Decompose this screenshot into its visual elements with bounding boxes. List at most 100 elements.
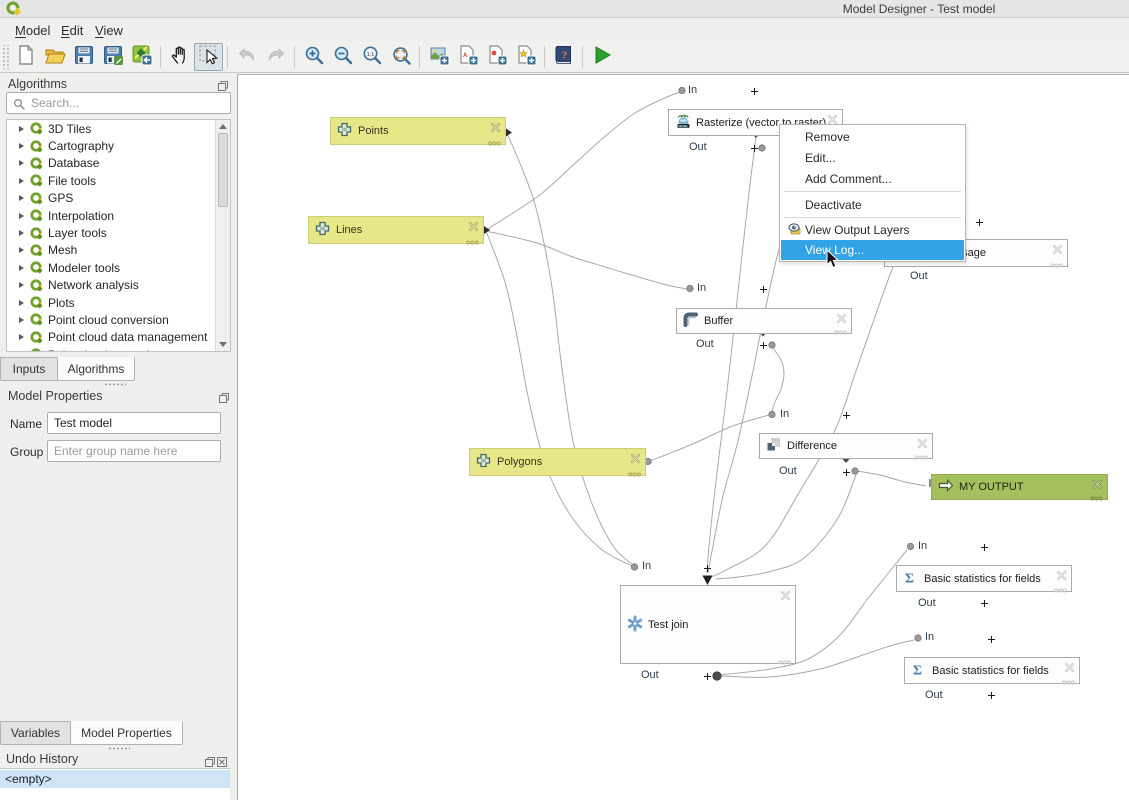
model-node-polygons[interactable]: Polygons — [469, 448, 646, 477]
socket-dot-icon[interactable] — [686, 284, 694, 293]
model-link[interactable] — [707, 230, 788, 574]
expand-socket-icon[interactable] — [703, 564, 711, 572]
zoom-actual-button[interactable]: 1:1 — [357, 43, 386, 71]
redo-button[interactable] — [261, 43, 290, 71]
context-menu-item-add-comment[interactable]: Add Comment... — [781, 169, 964, 190]
socket-dot-icon[interactable] — [630, 563, 639, 571]
node-ellipsis-icon[interactable] — [1050, 259, 1063, 268]
node-ellipsis-icon[interactable] — [466, 236, 479, 245]
undo-history-item[interactable]: <empty> — [0, 770, 230, 788]
tree-item-cartography[interactable]: Cartography — [7, 137, 230, 154]
expand-caret-icon[interactable] — [19, 230, 24, 237]
model-link[interactable] — [718, 549, 908, 676]
expand-socket-icon[interactable] — [987, 635, 995, 643]
delete-node-icon[interactable] — [1064, 662, 1075, 673]
tree-item-gps[interactable]: GPS — [7, 190, 230, 207]
tree-item-point-cloud-conversion[interactable]: Point cloud conversion — [7, 311, 230, 328]
expand-socket-icon[interactable] — [750, 87, 758, 95]
delete-node-icon[interactable] — [468, 221, 479, 232]
delete-node-icon[interactable] — [490, 122, 501, 133]
model-link[interactable] — [715, 471, 858, 580]
model-node-difference[interactable]: Difference — [759, 433, 933, 460]
model-node-points[interactable]: Points — [330, 117, 506, 146]
splitter-grip[interactable] — [108, 747, 130, 750]
model-link[interactable] — [718, 639, 915, 678]
help-button[interactable]: ? — [549, 43, 578, 71]
model-link[interactable] — [771, 346, 785, 413]
delete-node-icon[interactable] — [780, 590, 791, 601]
tree-item-layer-tools[interactable]: Layer tools — [7, 224, 230, 241]
delete-node-icon[interactable] — [1052, 244, 1063, 255]
expand-caret-icon[interactable] — [19, 264, 24, 271]
node-ellipsis-icon[interactable] — [1054, 584, 1067, 593]
tree-scrollbar[interactable] — [215, 120, 230, 351]
model-node-myoutput[interactable]: MY OUTPUT — [931, 474, 1108, 501]
socket-dot-icon[interactable] — [758, 144, 766, 152]
export-script-button[interactable] — [511, 43, 540, 71]
socket-dot-icon[interactable] — [851, 467, 859, 475]
export-image-button[interactable] — [424, 43, 453, 71]
expand-socket-icon[interactable] — [703, 672, 711, 680]
save-model-button[interactable] — [69, 43, 98, 71]
tree-item-interpolation[interactable]: Interpolation — [7, 207, 230, 224]
tab-variables[interactable]: Variables — [0, 721, 71, 745]
undo-history-list[interactable]: <empty> — [0, 768, 230, 800]
export-pdf-button[interactable]: A — [453, 43, 482, 71]
delete-node-icon[interactable] — [1056, 570, 1067, 581]
search-input[interactable]: Search... — [6, 92, 231, 114]
tree-item-modeler-tools[interactable]: Modeler tools — [7, 259, 230, 276]
socket-dot-icon[interactable] — [906, 542, 915, 551]
toolbar-drag-handle[interactable] — [1, 45, 11, 69]
context-menu-item-view-output-layers[interactable]: View Output Layers — [781, 219, 964, 240]
zoom-full-button[interactable] — [386, 43, 415, 71]
zoom-in-button[interactable] — [299, 43, 328, 71]
expand-caret-icon[interactable] — [19, 212, 24, 219]
model-link[interactable] — [856, 470, 927, 487]
save-in-project-button[interactable] — [127, 43, 156, 71]
model-link[interactable] — [649, 414, 770, 462]
new-model-button[interactable] — [11, 43, 40, 71]
expand-caret-icon[interactable] — [19, 282, 24, 289]
float-panel-icon[interactable] — [218, 78, 228, 96]
delete-node-icon[interactable] — [630, 453, 641, 464]
expand-caret-icon[interactable] — [19, 316, 24, 323]
model-node-testjoin[interactable]: Test join — [620, 585, 796, 665]
export-svg-button[interactable] — [482, 43, 511, 71]
context-menu-item-deactivate[interactable]: Deactivate — [781, 194, 964, 215]
splitter-grip[interactable] — [104, 383, 126, 386]
node-ellipsis-icon[interactable] — [1062, 676, 1075, 685]
expand-caret-icon[interactable] — [19, 177, 24, 184]
expand-socket-icon[interactable] — [987, 692, 995, 699]
model-link[interactable] — [706, 136, 757, 574]
menu-model[interactable]: Model — [15, 23, 51, 38]
expand-caret-icon[interactable] — [19, 143, 24, 150]
context-menu-item-remove[interactable]: Remove — [781, 126, 964, 147]
socket-dot-icon[interactable] — [768, 410, 776, 419]
delete-node-icon[interactable] — [917, 438, 928, 449]
tab-model-properties[interactable]: Model Properties — [70, 721, 183, 745]
tree-item-3d-tiles[interactable]: 3D Tiles — [7, 120, 230, 137]
tree-item-point-cloud-extraction[interactable]: Point cloud extraction — [7, 346, 230, 351]
menu-view[interactable]: View — [95, 23, 123, 38]
model-node-buffer[interactable]: Buffer — [676, 308, 852, 335]
float-panel-icon[interactable] — [219, 390, 229, 408]
tree-item-point-cloud-data-management[interactable]: Point cloud data management — [7, 329, 230, 346]
delete-node-icon[interactable] — [836, 313, 847, 324]
expand-caret-icon[interactable] — [19, 299, 24, 306]
select-move-button[interactable] — [194, 43, 223, 71]
undo-button[interactable] — [232, 43, 261, 71]
expand-socket-icon[interactable] — [759, 341, 767, 349]
expand-caret-icon[interactable] — [19, 125, 24, 132]
scroll-down-icon[interactable] — [219, 342, 227, 347]
scroll-up-icon[interactable] — [219, 124, 227, 129]
expand-socket-icon[interactable] — [975, 218, 983, 226]
node-ellipsis-icon[interactable] — [778, 656, 791, 665]
node-ellipsis-icon[interactable] — [834, 326, 847, 335]
run-model-button[interactable] — [587, 43, 616, 71]
delete-node-icon[interactable] — [1092, 479, 1103, 490]
node-ellipsis-icon[interactable] — [915, 451, 928, 460]
